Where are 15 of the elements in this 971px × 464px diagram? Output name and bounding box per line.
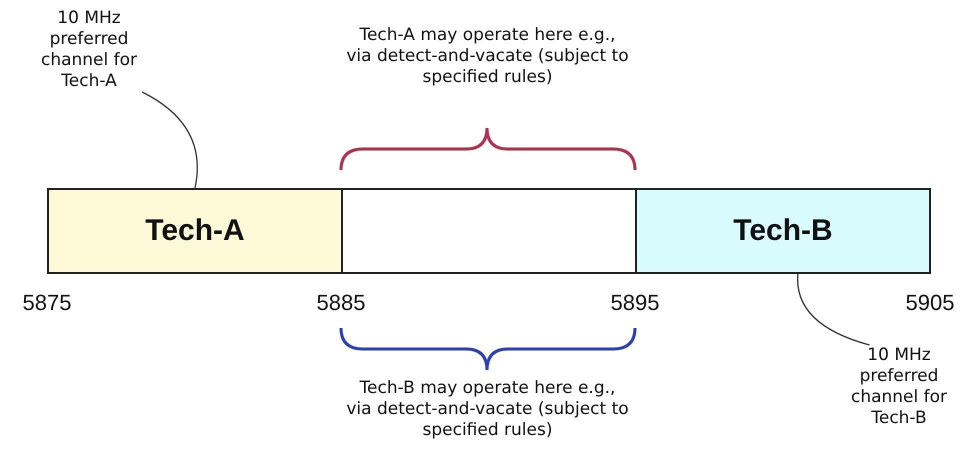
leader-line bbox=[797, 274, 870, 346]
annotation-text: 10 MHz preferred channel for Tech-B bbox=[840, 345, 958, 429]
band-segment bbox=[635, 188, 931, 274]
segment-label: Tech-B bbox=[733, 214, 833, 248]
frequency-label: 5885 bbox=[316, 290, 366, 316]
band-segment bbox=[341, 188, 637, 274]
frequency-label: 5905 bbox=[904, 290, 956, 316]
band-segment bbox=[47, 188, 343, 274]
frequency-label: 5895 bbox=[610, 290, 660, 316]
leader-line bbox=[142, 91, 198, 188]
frequency-label: 5875 bbox=[22, 290, 72, 316]
segment-label: Tech-A bbox=[145, 214, 245, 248]
annotation-text: Tech-B may operate here e.g., via detect-and-vacate (subject to specified rules) bbox=[345, 378, 630, 441]
annotation-text: Tech-A may operate here e.g., via detect-and-vacate (subject to specified rules) bbox=[345, 25, 630, 88]
annotation-text: 10 MHz preferred channel for Tech-A bbox=[30, 8, 148, 92]
